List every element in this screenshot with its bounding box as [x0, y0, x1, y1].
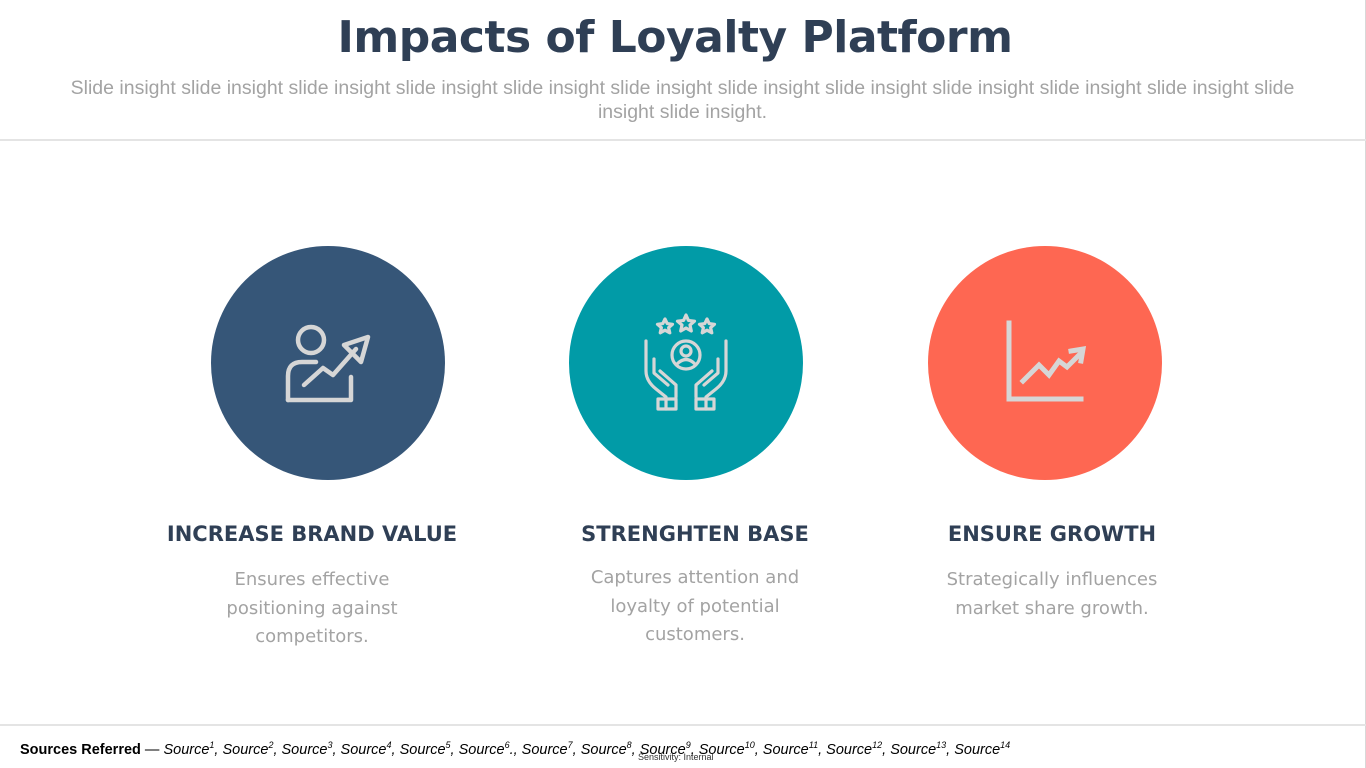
card-desc-increase-brand-value: Ensures effective positioning against co…	[226, 569, 398, 647]
sources-label: Sources Referred	[20, 741, 141, 758]
header-divider	[0, 139, 1366, 141]
circle-strenghten-base	[569, 246, 803, 480]
sources-referred: Sources Referred — Source1, Source2, Sou…	[20, 740, 1010, 758]
source-ref: Source8,	[580, 740, 640, 758]
hands-customer-stars-icon	[644, 313, 728, 411]
card-title-increase-brand-value: INCREASE BRAND VALUE	[166, 522, 458, 546]
slide-subtitle: Slide insight slide insight slide insigh…	[70, 77, 1295, 123]
source-ref: Source6.,	[458, 740, 522, 758]
card-desc-ensure-growth: Strategically influences market share gr…	[946, 569, 1158, 619]
card-desc-strenghten-base: Captures attention and loyalty of potent…	[590, 567, 800, 645]
source-ref: Source14	[954, 740, 1011, 758]
sources-dash: —	[140, 741, 164, 758]
source-ref: Source7,	[521, 740, 581, 758]
card-title-ensure-growth: ENSURE GROWTH	[947, 522, 1157, 546]
source-ref: Source12,	[826, 740, 891, 758]
source-ref: Source2,	[222, 740, 282, 758]
person-growth-arrow-icon	[285, 324, 371, 403]
source-ref: Source9,	[639, 740, 699, 758]
card-title-strenghten-base: STRENGHTEN BASE	[581, 522, 809, 546]
source-ref: Source13,	[890, 740, 955, 758]
source-ref: Source5,	[399, 740, 459, 758]
slide-title: Impacts of Loyalty Platform	[337, 12, 1013, 63]
circle-ensure-growth	[928, 246, 1162, 480]
circle-increase-brand-value	[211, 246, 445, 480]
source-ref: Source3,	[281, 740, 341, 758]
source-ref: Source10,	[698, 740, 763, 758]
source-ref: Source11,	[762, 740, 827, 758]
source-ref: Source4,	[340, 740, 400, 758]
sensitivity-label: Sensitivity: Internal	[638, 752, 714, 762]
growth-chart-icon	[1006, 320, 1087, 402]
source-ref: Source1,	[163, 740, 223, 758]
source-list: Source1, Source2, Source3, Source4, Sour…	[163, 740, 1011, 758]
footer-divider	[0, 724, 1366, 726]
